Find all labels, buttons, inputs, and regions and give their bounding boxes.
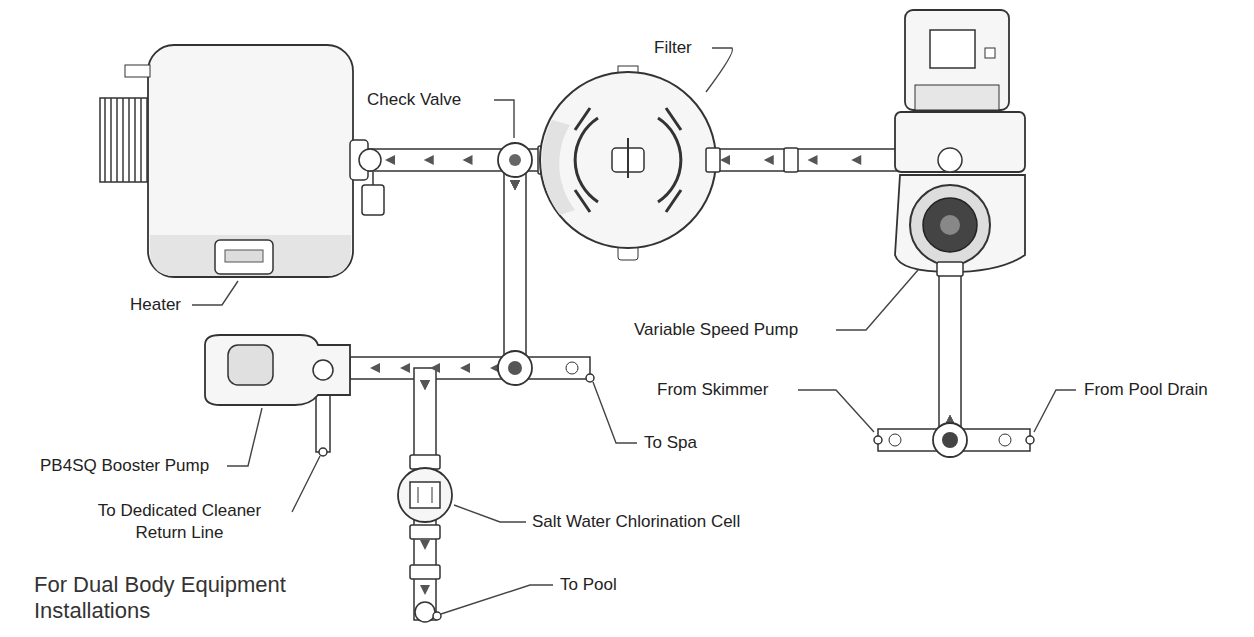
part-label: To Spa (642, 432, 699, 454)
filter-illustration (540, 66, 798, 260)
flow-arrow (510, 180, 520, 190)
spa-valve (498, 351, 594, 385)
flow-arrow (400, 363, 410, 373)
flow-arrow (808, 155, 818, 165)
flow-arrow (420, 585, 430, 595)
part-label: PB4SQ Booster Pump (38, 455, 211, 477)
part-label: Filter (652, 37, 694, 59)
flow-arrow (420, 380, 430, 390)
pump-illustration (895, 10, 1025, 276)
flow-arrow (430, 363, 440, 373)
flow-arrow (510, 180, 520, 190)
flow-arrow (851, 155, 861, 165)
leader-lines (192, 48, 1076, 614)
part-label: Check Valve (365, 89, 463, 111)
flow-arrow (385, 155, 395, 165)
part-label: Variable Speed Pump (632, 319, 800, 341)
part-label: Heater (128, 294, 183, 316)
flow-arrow (370, 363, 380, 373)
heater-illustration (100, 45, 384, 277)
flow-arrow (510, 180, 520, 190)
part-label: From Pool Drain (1082, 379, 1210, 401)
flow-arrow (764, 155, 774, 165)
flow-arrow (420, 380, 430, 390)
part-label: Salt Water Chlorination Cell (530, 511, 742, 533)
flow-arrow (463, 155, 473, 165)
suction-valve (874, 423, 1034, 457)
flow-arrow (720, 155, 730, 165)
flow-arrow (510, 180, 520, 190)
flow-arrow (460, 363, 470, 373)
part-label: From Skimmer (655, 379, 770, 401)
flow-arrow (510, 180, 520, 190)
flow-arrow (510, 180, 520, 190)
part-label: To Pool (558, 574, 619, 596)
part-label: To Dedicated Cleaner Return Line (70, 500, 289, 544)
flow-arrow (420, 380, 430, 390)
booster-pump-illustration (205, 335, 350, 456)
diagram-title: For Dual Body Equipment Installations (34, 572, 304, 624)
salt-cell-illustration (398, 455, 452, 622)
flow-arrow (420, 540, 430, 550)
flow-arrow (424, 155, 434, 165)
flow-arrow (510, 180, 520, 190)
